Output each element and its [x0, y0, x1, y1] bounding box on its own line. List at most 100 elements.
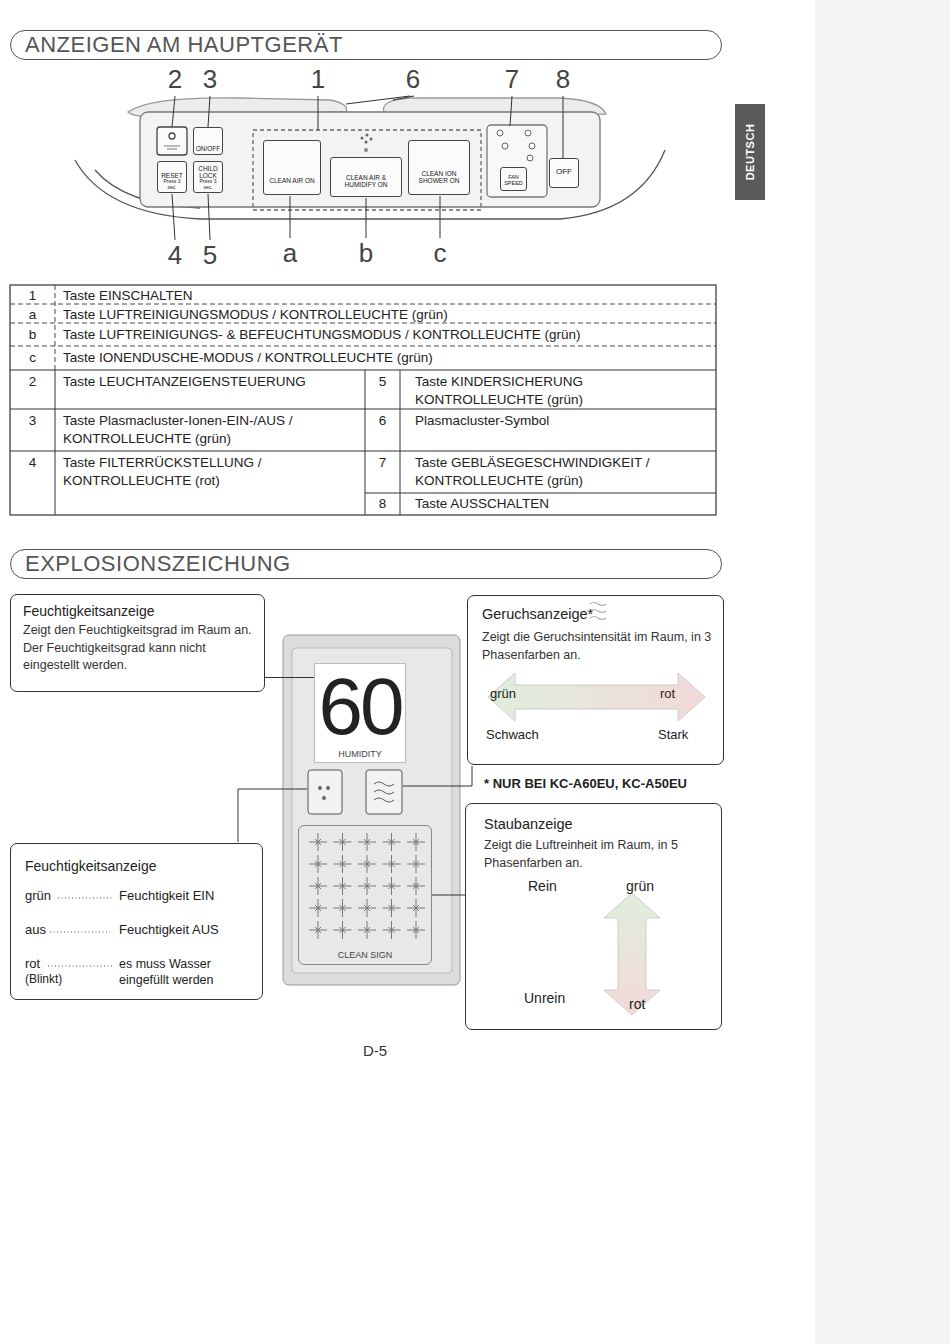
display-panel [308, 770, 342, 814]
node-heading: DEUTSCH [744, 124, 756, 181]
leader-line [432, 895, 465, 896]
control-button: CLEAN AIR ON [263, 140, 321, 195]
callout-leader [563, 96, 564, 158]
table-cell: Plasmacluster-Symbol [415, 412, 710, 430]
page-number: D-5 [345, 1042, 405, 1059]
node-text: Unrein [524, 990, 584, 1006]
unit-housing [140, 112, 600, 207]
display-panel [383, 833, 401, 851]
indicator-leader [403, 766, 472, 786]
table-cell: Taste KINDERSICHERUNG KONTROLLEUCHTE (gr… [415, 373, 710, 408]
control-button: ON/OFF [193, 127, 223, 155]
node-text: Rein [528, 878, 578, 894]
table-cell: c [10, 349, 55, 367]
display-panel [407, 921, 425, 939]
display-panel [334, 899, 352, 917]
node-heading: CHILD LOCK [195, 165, 221, 179]
callout-number: 5 [195, 240, 225, 271]
display-panel [334, 855, 352, 873]
control-button: CHILD LOCKPress 3 sec. [193, 161, 223, 193]
table-cell: Taste LUFTREINIGUNGSMODUS / KONTROLLEUCH… [63, 306, 703, 324]
unit-housing [364, 148, 368, 152]
table-cell: Taste GEBLÄSEGESCHWINDIGKEIT / KONTROLLE… [415, 454, 710, 489]
node-heading: CLEAN AIR & HUMIDIFY ON [332, 174, 400, 194]
callout-leader [208, 194, 210, 240]
node-text: Feuchtigkeit AUS [119, 922, 249, 937]
display-panel [334, 921, 352, 939]
callout-box: FeuchtigkeitsanzeigeZeigt den Feuchtigke… [10, 594, 265, 692]
node-text: grün [626, 878, 666, 894]
table-cell: Taste IONENDUSCHE-MODUS / KONTROLLEUCHTE… [63, 349, 703, 367]
node-text: Schwach [486, 727, 566, 742]
control-button: CLEAN ION SHOWER ON [408, 140, 470, 195]
node-heading: Feuchtigkeitsanzeige [25, 858, 225, 874]
node-heading: ANZEIGEN AM HAUPTGERÄT [11, 32, 343, 58]
callout-number: 8 [548, 64, 578, 95]
control-button: CLEAN AIR & HUMIDIFY ON [330, 157, 402, 197]
indicator-leader [238, 789, 307, 842]
node-text: Zeigt die Luftreinheit im Raum, in 5 Pha… [484, 837, 716, 872]
callout-number: 1 [303, 64, 333, 95]
node-text: rot [629, 996, 659, 1012]
table-cell: Taste Plasmacluster-Ionen-EIN-/AUS / KON… [63, 412, 358, 447]
display-panel [334, 833, 352, 851]
callout-leader [172, 194, 175, 240]
page-margin [815, 0, 950, 1344]
unit-housing [497, 130, 503, 136]
node-text: HUMIDITY [338, 749, 382, 759]
callout-leader [318, 96, 319, 130]
display-panel [283, 635, 460, 985]
callout-leader [346, 96, 410, 104]
section-band: EXPLOSIONSZEICHUNG [10, 549, 722, 579]
callout-leader [290, 196, 291, 238]
display-panel [383, 877, 401, 895]
table-grid [10, 370, 716, 515]
humidity-display: 60HUMIDITY [314, 663, 406, 763]
callout-number: 7 [497, 64, 527, 95]
table-cell: b [10, 326, 55, 344]
unit-housing [75, 150, 665, 219]
display-panel [292, 648, 452, 973]
table-cell: 5 [365, 373, 400, 391]
display-panel [358, 899, 376, 917]
display-panel [309, 833, 327, 851]
unit-housing [75, 98, 665, 219]
callout-number: 3 [195, 64, 225, 95]
display-panel [309, 899, 327, 917]
node-text: Stark [658, 727, 708, 742]
callout-leader [172, 96, 175, 127]
dotted-leader [48, 898, 114, 966]
callout-box: Geruchsanzeige*Zeigt die Geruchsintensit… [467, 595, 724, 765]
unit-housing [365, 141, 368, 144]
control-button: FAN SPEED [500, 167, 527, 191]
clean-sign-display: CLEAN SIGN [298, 825, 432, 965]
node-text: Press 3 sec. [195, 179, 221, 190]
unit-housing [370, 138, 373, 141]
display-panel [407, 833, 425, 851]
display-panel [374, 782, 394, 802]
callout-number: c [425, 238, 455, 269]
unit-housing [487, 125, 547, 197]
unit-housing [157, 127, 187, 155]
callout-number: 2 [160, 64, 190, 95]
node-text: rot [25, 956, 65, 971]
display-panel [309, 833, 425, 939]
display-panel [318, 786, 330, 801]
unit-housing [366, 134, 369, 137]
display-panel [358, 921, 376, 939]
unit-housing [502, 143, 508, 149]
unit-housing [164, 146, 180, 149]
callout-box: StaubanzeigeZeigt die Luftreinheit im Ra… [465, 803, 722, 1030]
display-panel [407, 855, 425, 873]
node-heading: Feuchtigkeitsanzeige [23, 603, 253, 619]
display-panel [366, 770, 402, 814]
display-panel [283, 635, 460, 985]
node-heading: EXPLOSIONSZEICHUNG [11, 551, 291, 577]
leader-line [265, 677, 314, 678]
table-cell: a [10, 306, 55, 324]
callout-leader [366, 198, 367, 238]
display-panel [383, 921, 401, 939]
node-heading: Staubanzeige [484, 816, 684, 832]
table-cell: 7 [365, 454, 400, 472]
control-button: RESETPress 3 sec. [157, 161, 187, 193]
